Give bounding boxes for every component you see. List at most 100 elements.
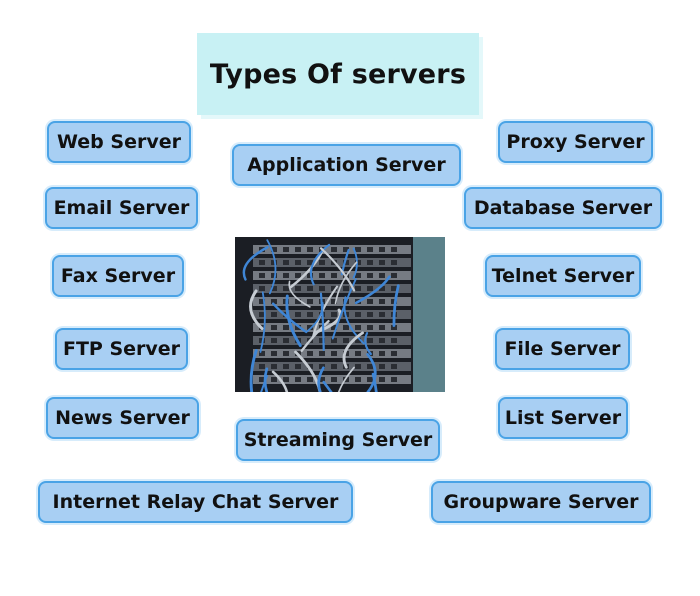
rack-port	[367, 273, 373, 278]
rack-port	[283, 325, 289, 330]
email-server-label: Email Server	[45, 187, 198, 229]
rack-port	[367, 312, 373, 317]
rack-port	[391, 286, 397, 291]
rack-port	[319, 273, 325, 278]
database-server-label: Database Server	[464, 187, 662, 229]
rack-port	[307, 325, 313, 330]
rack-port	[307, 286, 313, 291]
rack-port	[379, 312, 385, 317]
rack-port	[355, 286, 361, 291]
rack-cable	[322, 380, 333, 392]
rack-port	[379, 338, 385, 343]
rack-port	[367, 377, 373, 382]
groupware-server-label: Groupware Server	[431, 481, 651, 523]
rack-port	[295, 260, 301, 265]
rack-port	[331, 325, 337, 330]
rack-cable	[317, 366, 325, 392]
rack-cable	[334, 261, 358, 305]
rack-port	[319, 338, 325, 343]
rack-cable	[309, 243, 331, 286]
rack-cable	[259, 291, 266, 353]
rack-port	[295, 377, 301, 382]
rack-port	[379, 299, 385, 304]
rack-port	[259, 299, 265, 304]
rack-port	[319, 377, 325, 382]
diagram-title: Types Of servers	[209, 58, 467, 90]
rack-port	[367, 364, 373, 369]
rack-side-cables	[413, 237, 445, 392]
telnet-server-label: Telnet Server	[485, 255, 641, 297]
rack-port	[271, 299, 277, 304]
rack-port	[331, 351, 337, 356]
rack-port	[259, 364, 265, 369]
rack-port	[295, 247, 301, 252]
rack-port	[295, 273, 301, 278]
rack-port	[331, 338, 337, 343]
rack-cable	[260, 374, 268, 392]
rack-port	[343, 338, 349, 343]
proxy-server-label: Proxy Server	[498, 121, 653, 163]
rack-port	[379, 273, 385, 278]
fax-server-label: Fax Server	[52, 255, 184, 297]
rack-port	[271, 338, 277, 343]
rack-port	[295, 325, 301, 330]
streaming-server-label: Streaming Server	[236, 419, 440, 461]
rack-port	[331, 247, 337, 252]
rack-cable	[364, 331, 372, 356]
rack-port	[295, 312, 301, 317]
rack-port	[259, 286, 265, 291]
rack-port	[283, 312, 289, 317]
rack-cable	[354, 275, 391, 305]
rack-port	[379, 247, 385, 252]
rack-port	[259, 351, 265, 356]
rack-port	[355, 260, 361, 265]
rack-port	[355, 338, 361, 343]
rack-cable	[314, 308, 342, 334]
rack-port	[259, 273, 265, 278]
rack-port	[283, 260, 289, 265]
rack-port	[271, 312, 277, 317]
rack-port	[271, 273, 277, 278]
rack-port	[379, 286, 385, 291]
rack-cable	[263, 367, 269, 392]
rack-port	[331, 312, 337, 317]
rack-cable	[331, 278, 357, 340]
rack-port	[307, 312, 313, 317]
application-server-label: Application Server	[232, 144, 461, 186]
internet-relay-chat-server-label: Internet Relay Chat Server	[38, 481, 353, 523]
rack-port	[283, 247, 289, 252]
rack-cable	[294, 350, 322, 392]
rack-port	[307, 247, 313, 252]
rack-cable	[271, 370, 289, 392]
rack-port	[391, 260, 397, 265]
rack-port	[331, 377, 337, 382]
rack-port	[271, 325, 277, 330]
rack-port	[307, 351, 313, 356]
rack-port	[355, 364, 361, 369]
rack-port	[391, 325, 397, 330]
rack-port	[331, 273, 337, 278]
rack-cable	[266, 239, 277, 295]
rack-port	[379, 351, 385, 356]
rack-port	[367, 325, 373, 330]
rack-port	[391, 247, 397, 252]
rack-port	[331, 299, 337, 304]
rack-port	[367, 299, 373, 304]
rack-port	[355, 377, 361, 382]
rack-port	[355, 312, 361, 317]
rack-port	[295, 299, 301, 304]
rack-cable	[352, 247, 358, 279]
rack-port	[307, 364, 313, 369]
server-rack-image	[235, 237, 445, 392]
rack-port	[307, 299, 313, 304]
rack-port	[319, 260, 325, 265]
rack-cable	[319, 247, 356, 292]
diagram-title-box: Types Of servers	[197, 33, 479, 115]
rack-port	[355, 247, 361, 252]
rack-port	[319, 351, 325, 356]
rack-port	[391, 273, 397, 278]
rack-port	[271, 247, 277, 252]
rack-cable	[288, 280, 311, 308]
rack-port	[367, 286, 373, 291]
rack-port	[283, 351, 289, 356]
